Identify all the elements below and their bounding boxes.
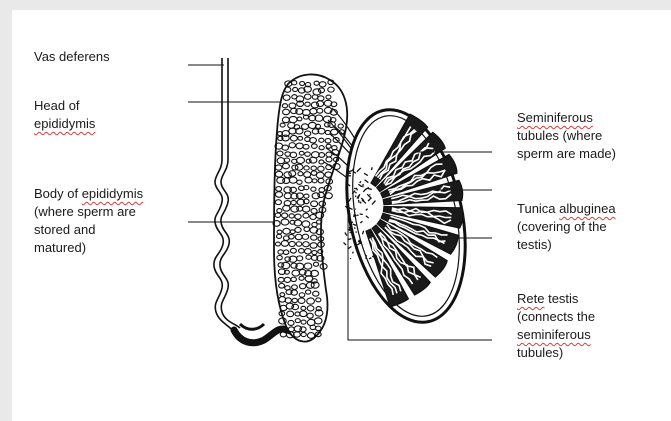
rete-strand <box>355 192 356 193</box>
semi-line-3: sperm are made) <box>517 145 616 163</box>
tunica-line-1-a: Tunica <box>517 201 559 216</box>
tunica-line-2: (covering of the <box>517 218 616 236</box>
rete-strand <box>356 231 357 232</box>
vas-deferens-tube <box>214 58 234 332</box>
body-line-1-a: Body of <box>34 186 82 201</box>
rete-strand <box>359 200 360 203</box>
epididymis-tail-loop <box>240 324 264 329</box>
body-line-1: Body of epididymis <box>34 185 143 203</box>
rete-strand <box>354 227 355 228</box>
rete-strand <box>353 252 354 254</box>
rete-strand <box>344 242 347 245</box>
tunica-line-3: testis) <box>517 236 616 254</box>
diagram-figure: Vas deferens Head of epididymis Body of … <box>12 10 671 421</box>
head-line-2: epididymis <box>34 115 95 133</box>
rete-line-4: tubules) <box>517 344 595 362</box>
body-line-4: matured) <box>34 239 143 257</box>
epididymis-coil <box>280 332 286 337</box>
label-head-of-epididymis: Head of epididymis <box>34 97 95 133</box>
label-body-of-epididymis: Body of epididymis (where sperm are stor… <box>34 185 143 257</box>
body-line-2: (where sperm are <box>34 203 143 221</box>
rete-strand <box>372 167 373 170</box>
vas-deferens-text: Vas deferens <box>34 48 110 66</box>
rete-line-1-b: testis <box>544 291 578 306</box>
label-tunica-albuginea: Tunica albuginea (covering of the testis… <box>517 200 616 254</box>
body-line-3: stored and <box>34 221 143 239</box>
rete-line-1-a: Rete <box>517 291 544 306</box>
rete-strand <box>354 214 355 217</box>
semi-line-1: Seminiferous <box>517 109 616 127</box>
label-seminiferous-tubules: Seminiferous tubules (where sperm are ma… <box>517 109 616 163</box>
head-line-1: Head of <box>34 97 95 115</box>
rete-strand <box>345 232 347 235</box>
label-rete-testis: Rete testis (connects the seminiferous t… <box>517 290 595 362</box>
semi-line-2: tubules (where <box>517 127 616 145</box>
tunica-line-1-b: albuginea <box>559 201 615 216</box>
rete-strand <box>350 232 353 233</box>
rete-strand <box>349 227 350 230</box>
label-vas-deferens: Vas deferens <box>34 48 110 66</box>
rete-line-1: Rete testis <box>517 290 595 308</box>
rete-line-2: (connects the <box>517 308 595 326</box>
vas-deferens-tube-inner <box>220 58 240 328</box>
rete-line-3: seminiferous <box>517 326 595 344</box>
body-line-1-b: epididymis <box>82 186 143 201</box>
tunica-line-1: Tunica albuginea <box>517 200 616 218</box>
